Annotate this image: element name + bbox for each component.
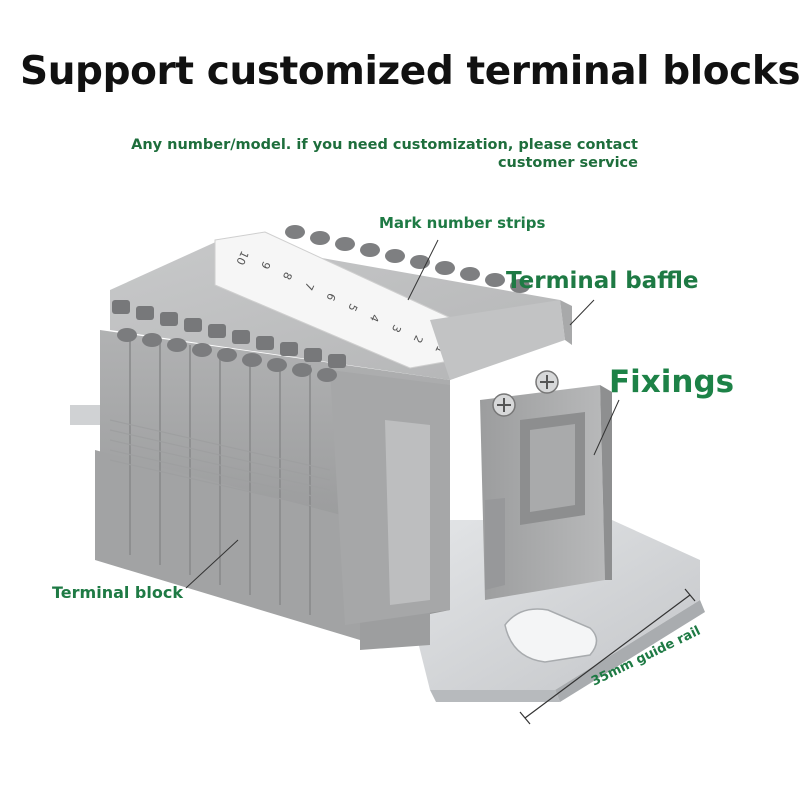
- strip-number: 3: [389, 323, 404, 335]
- strip-number: 7: [302, 280, 317, 292]
- strip-number: 1: [432, 344, 447, 356]
- screw-icon: [535, 370, 559, 394]
- strip-number: 8: [280, 270, 295, 282]
- terminal-baffle: [430, 300, 572, 380]
- label-fixings: Fixings: [609, 364, 735, 400]
- strip-number: 4: [367, 312, 382, 324]
- din-rail: [70, 405, 705, 702]
- strip-number: 2: [411, 333, 426, 345]
- label-mark-number-strips: Mark number strips: [379, 214, 546, 232]
- end-stopper: [480, 370, 612, 600]
- strip-number: 9: [258, 259, 273, 271]
- strip-number: 10: [233, 249, 251, 267]
- page-subtitle: Any number/model. if you need customizat…: [131, 137, 638, 171]
- screw-icon: [492, 393, 516, 417]
- dimension-line: [519, 588, 696, 725]
- label-terminal-baffle: Terminal baffle: [506, 268, 699, 294]
- leader-lines: [185, 239, 620, 589]
- strip-number: 5: [345, 302, 360, 314]
- strip-number: 6: [323, 291, 338, 303]
- page-title: Support customized terminal blocks: [20, 49, 800, 94]
- label-terminal-block: Terminal block: [52, 583, 183, 602]
